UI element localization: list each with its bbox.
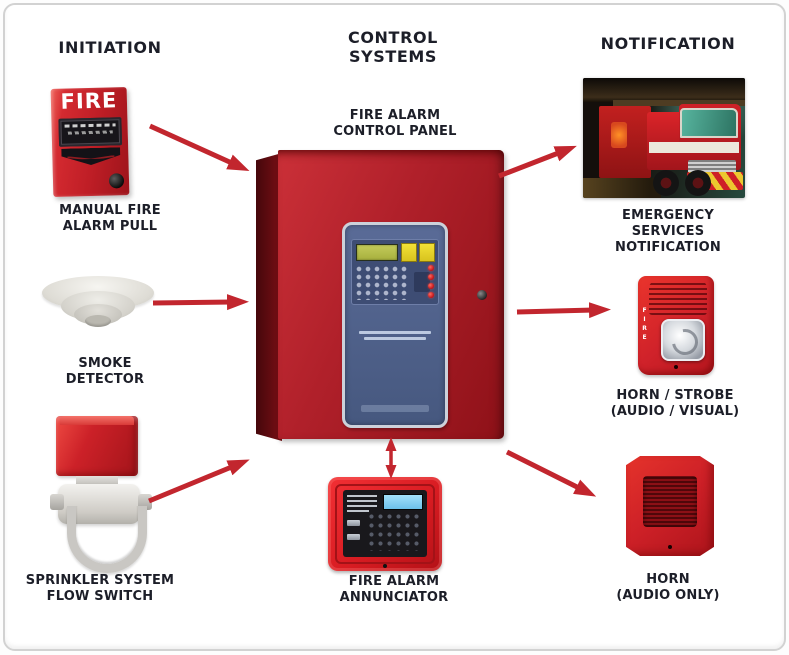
emergency-services-label: EMERGENCY SERVICES NOTIFICATION [593,208,743,256]
panel-control-cluster [351,239,439,305]
photo-garage-ceiling [583,78,745,102]
panel-led [428,265,434,271]
smoke-detector-nub [85,315,111,327]
photo-garage-beam [613,100,745,106]
panel-led [428,274,434,280]
horn-strobe-icon: FIRE [638,276,714,375]
horn-label-line1: HORN [646,572,690,587]
emergency-label-line1: EMERGENCY [622,208,714,223]
horn-grille [643,476,697,527]
flow-switch-icon [44,414,156,573]
annunciator-label-line1: FIRE ALARM [348,574,440,589]
panel-bottom-slot [361,405,429,412]
control-panel-label: FIRE ALARM CONTROL PANEL [315,108,475,140]
manual-pull-station-icon: FIRE [50,87,130,197]
horn-strobe-label: HORN / STROBE (AUDIO / VISUAL) [595,388,755,420]
horn-strobe-label-line1: HORN / STROBE [616,388,734,403]
smoke-detector-icon [42,276,154,348]
smoke-detector-label: SMOKE DETECTOR [40,356,170,388]
annunciator-lcd-display [383,494,423,510]
smoke-detector-label-line2: DETECTOR [65,372,145,387]
horn-strobe-screw [674,365,678,369]
horn-icon [626,456,714,557]
panel-yellow-button [401,243,417,262]
smoke-detector-label-line1: SMOKE [78,356,132,371]
flow-switch-label: SPRINKLER SYSTEM FLOW SWITCH [15,573,185,605]
annunciator-button [347,534,360,540]
control-heading-line2: SYSTEMS [348,47,438,66]
flow-switch-housing [56,416,138,476]
manual-pull-label-line2: ALARM PULL [62,219,158,234]
control-heading-line1: CONTROL [348,28,438,47]
emergency-label-line3: NOTIFICATION [615,240,721,255]
flow-switch-label-line1: SPRINKLER SYSTEM [25,573,175,588]
panel-lcd-display [356,244,398,261]
annunciator-screw [383,564,387,568]
panel-led-column [428,265,434,298]
horn-strobe-label-line2: (AUDIO / VISUAL) [610,404,740,419]
pull-station-window [58,117,123,147]
truck-warning-light [611,122,627,148]
fire-alarm-annunciator-icon [328,477,442,571]
annunciator-face [343,490,427,557]
manual-pull-label: MANUAL FIRE ALARM PULL [35,203,185,235]
flow-switch-bolt [50,494,64,510]
fire-truck-photo [583,78,745,198]
panel-led [428,292,434,298]
panel-led [428,283,434,289]
panel-lock-icon [477,290,487,300]
truck-windshield [680,108,738,138]
control-systems-heading: CONTROL SYSTEMS [313,28,473,66]
horn-strobe-fire-text: FIRE [641,307,648,343]
control-panel-label-line2: CONTROL PANEL [333,124,457,139]
truck-stripe [649,142,739,153]
panel-interface [342,222,448,428]
annunciator-bezel [335,484,435,564]
panel-side-edge [256,153,282,441]
truck-wheel [653,170,679,196]
truck-wheel [685,170,711,196]
horn-label-line2: (AUDIO ONLY) [616,588,720,603]
notification-heading: NOTIFICATION [600,34,736,53]
annunciator-keypad [369,514,421,551]
strobe-light [661,319,705,361]
panel-center-button [414,272,430,292]
pull-station-fire-text: FIRE [60,88,118,114]
annunciator-label-line2: ANNUNCIATOR [339,590,449,605]
emergency-label-line2: SERVICES [631,224,705,239]
initiation-heading: INITIATION [58,38,162,57]
annunciator-label: FIRE ALARM ANNUNCIATOR [314,574,474,606]
manual-pull-label-line1: MANUAL FIRE [59,203,161,218]
fire-alarm-control-panel-icon [256,150,504,442]
panel-yellow-button [419,243,435,262]
panel-keypad [356,266,410,300]
horn-label: HORN (AUDIO ONLY) [588,572,748,604]
horn-screw [668,545,672,549]
flow-switch-collar [76,476,118,486]
control-panel-label-line1: FIRE ALARM [349,108,441,123]
panel-nameplate-text [359,331,431,343]
flow-switch-ubolt [67,506,147,573]
horn-strobe-grille [649,281,707,315]
annunciator-button [347,520,360,526]
photo-garage-floor [583,178,661,198]
flow-switch-label-line2: FLOW SWITCH [46,589,154,604]
